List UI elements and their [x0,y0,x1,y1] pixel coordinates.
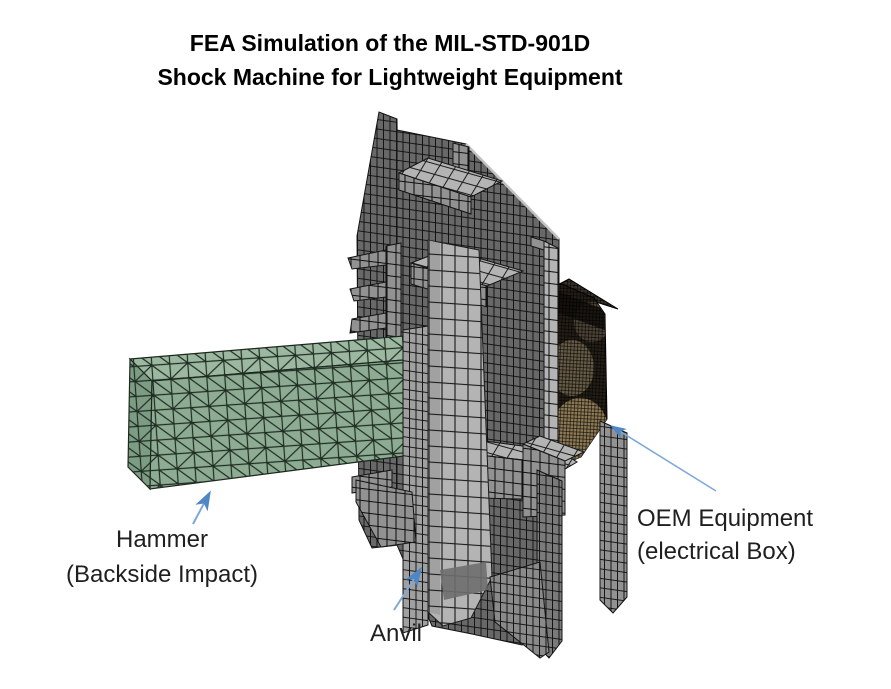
anvil-label-text: Anvil [369,620,423,647]
anvil-arrow [393,566,423,611]
oem-arrow [610,425,717,492]
anvil-lower-left-foot [355,479,417,548]
anvil-top-flange-upper [397,142,504,215]
anvil-right-strip [530,236,559,446]
hammer-mesh [127,335,429,491]
hammer-label-line1: Hammer [115,526,208,553]
anvil-bottom-center-plate [489,561,550,659]
hammer-label-line2: (Backside Impact) [65,561,259,588]
oem-label-line2: (electrical Box) [637,538,796,565]
figure-title-line2: Shock Machine for Lightweight Equipment [157,64,623,90]
anvil-label: Anvil [336,616,456,651]
oem-equipment-label: OEM Equipment (electrical Box) [637,502,877,568]
oem-label-line1: OEM Equipment [637,505,814,532]
hammer-arrow [192,490,211,525]
anvil-front-edge-strip [402,325,429,634]
anvil-right-lower-plate [599,420,628,614]
hammer-label: Hammer (Backside Impact) [30,522,294,592]
anvil-channel-column [427,239,493,627]
figure-title: FEA Simulation of the MIL-STD-901D Shock… [40,26,740,94]
figure-title-line1: FEA Simulation of the MIL-STD-901D [189,30,591,56]
